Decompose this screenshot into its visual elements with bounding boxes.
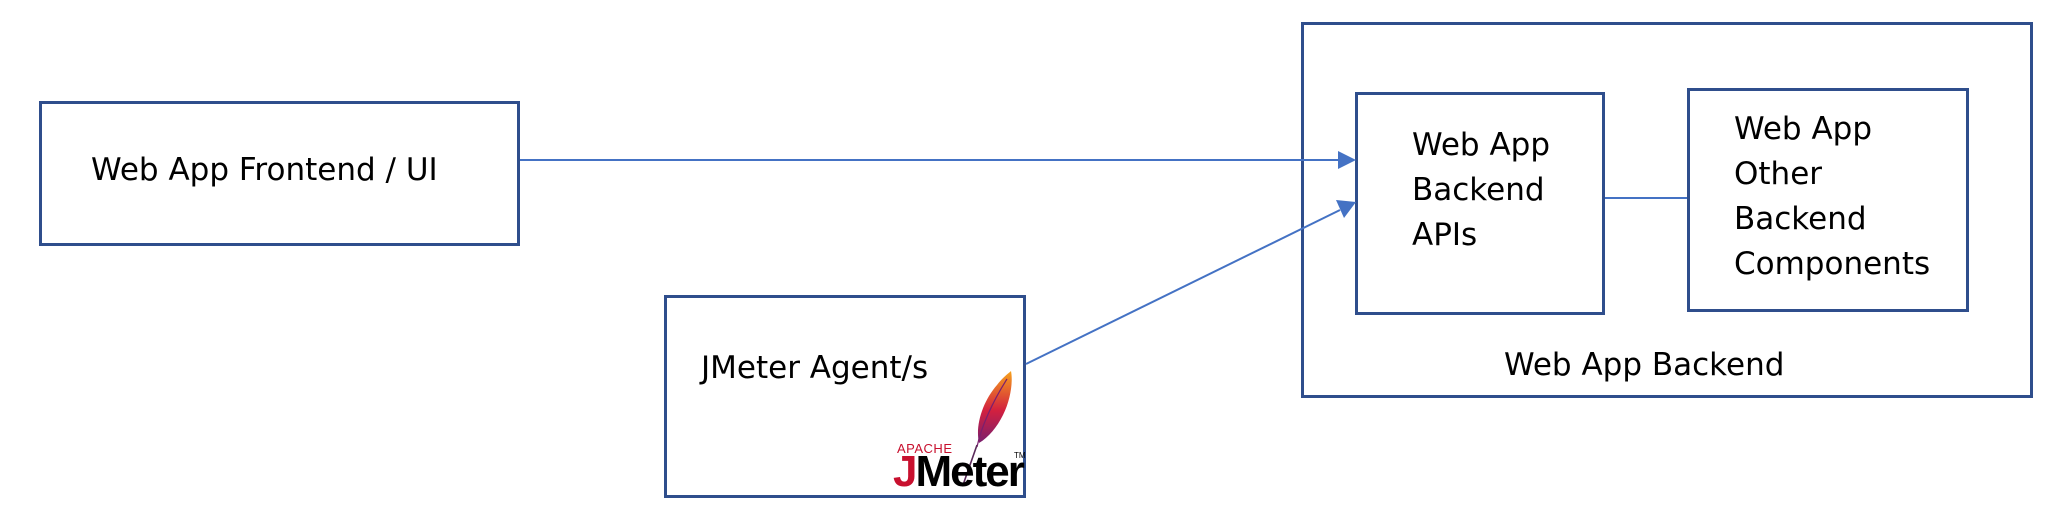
other-components-line-4: Components xyxy=(1734,246,1931,282)
frontend-label: Web App Frontend / UI xyxy=(91,152,438,188)
backend-apis-line-2: Backend xyxy=(1412,172,1545,208)
other-components-label: Web App Other Backend Components xyxy=(1734,107,1930,287)
jmeter-logo: APACHE JMeter TM xyxy=(893,365,1026,497)
other-components-line-2: Other xyxy=(1734,156,1823,192)
other-components-line-1: Web App xyxy=(1734,111,1873,147)
backend-apis-line-3: APIs xyxy=(1412,217,1478,253)
frontend-to-api-arrow xyxy=(520,151,1356,169)
logo-trademark: TM xyxy=(1014,451,1026,460)
backend-group-label: Web App Backend xyxy=(1504,347,1785,383)
logo-wordmark: JMeter xyxy=(893,447,1025,497)
jmeter-agent-label: JMeter Agent/s xyxy=(701,350,929,386)
other-components-box: Web App Other Backend Components xyxy=(1687,88,1969,312)
jmeter-agent-box: JMeter Agent/s xyxy=(664,295,1026,498)
frontend-box: Web App Frontend / UI xyxy=(39,101,520,246)
feather-icon xyxy=(962,371,1012,486)
backend-apis-label: Web App Backend APIs xyxy=(1412,123,1550,258)
backend-apis-line-1: Web App xyxy=(1412,127,1551,163)
logo-apache-text: APACHE xyxy=(897,441,953,456)
logo-meter: Meter xyxy=(915,447,1024,496)
backend-apis-box: Web App Backend APIs xyxy=(1355,92,1605,315)
logo-j: J xyxy=(893,447,918,496)
other-components-line-3: Backend xyxy=(1734,201,1867,237)
